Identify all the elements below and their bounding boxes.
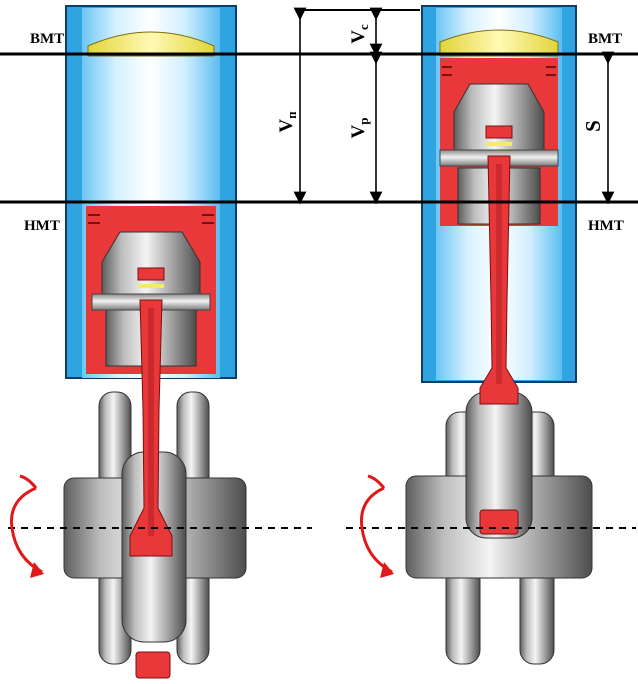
left-small-end xyxy=(137,267,165,281)
left-cylinder-head xyxy=(87,31,215,57)
right-big-end-cap xyxy=(479,509,519,535)
tdc-label-left: BMT xyxy=(30,31,64,47)
bdc-label-right: HMT xyxy=(588,218,624,234)
right-assembly xyxy=(346,5,636,665)
right-small-end xyxy=(485,125,513,139)
bdc-label-left: HMT xyxy=(24,218,60,234)
vc-label: Vc xyxy=(348,24,371,44)
tdc-label-right: BMT xyxy=(588,31,622,47)
rotation-arrow-icon xyxy=(359,474,394,578)
left-assembly xyxy=(8,5,312,679)
left-piston-crown xyxy=(101,231,201,301)
vp-label: Vр xyxy=(348,118,371,139)
right-piston-crown xyxy=(453,83,545,151)
stroke-label: S xyxy=(581,120,605,132)
left-big-end-cap xyxy=(135,651,171,679)
rotation-arrow-icon xyxy=(10,474,44,578)
vn-label: Vп xyxy=(276,111,299,133)
right-cylinder-head xyxy=(439,29,559,57)
